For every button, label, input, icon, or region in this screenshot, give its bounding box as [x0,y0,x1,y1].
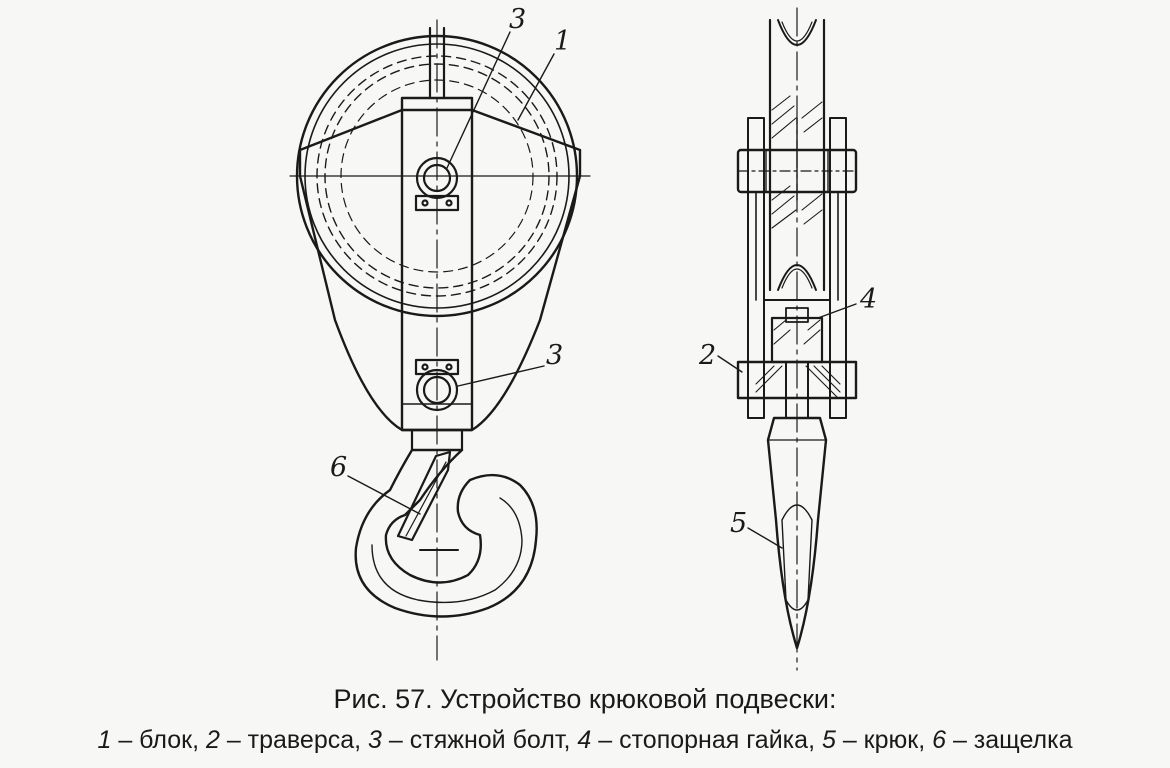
front-tie-bolt-bottom [402,360,472,410]
side-view [718,8,856,670]
callout-side-traverse: 2 [698,340,716,371]
legend-text: – защелка [946,726,1073,754]
legend-number: 5 [821,726,836,754]
hook-block-drawing: 3 1 3 6 2 4 5 [0,4,877,690]
callout-front-bolt-top: 3 [509,4,526,35]
side-sheave [770,20,824,290]
side-plate-left [748,118,764,418]
callout-front-bolt-bottom: 3 [546,340,563,371]
legend-text: – стяжной болт, [381,726,578,754]
side-hook-shank [786,362,808,418]
side-hook-body [768,418,826,648]
side-axle [738,150,856,192]
legend-text: – траверса, [219,726,369,754]
legend-number: 1 [97,726,112,754]
front-latch [398,452,450,540]
legend-number: 6 [932,726,946,754]
side-stop-nut [772,308,822,362]
legend-text: – крюк, [835,726,933,754]
side-plate-right [830,118,846,418]
front-view [290,20,590,660]
legend-number: 3 [368,726,382,754]
legend-text: – блок, [111,726,206,754]
callout-front-block: 1 [554,26,571,57]
front-hook-body [356,450,537,617]
legend-number: 4 [577,726,592,754]
front-hook-shank [412,430,462,450]
callout-side-hook: 5 [730,508,747,539]
legend-number: 2 [205,726,220,754]
figure-caption-legend: 1 – блок, 2 – траверса, 3 – стяжной болт… [0,726,1170,755]
legend-text: – стопорная гайка, [591,726,822,754]
front-tie-bolt-top [416,158,458,210]
callout-side-nut: 4 [859,284,877,315]
callout-front-latch: 6 [330,452,347,483]
figure-caption-title: Рис. 57. Устройство крюковой подвески: [333,684,837,714]
